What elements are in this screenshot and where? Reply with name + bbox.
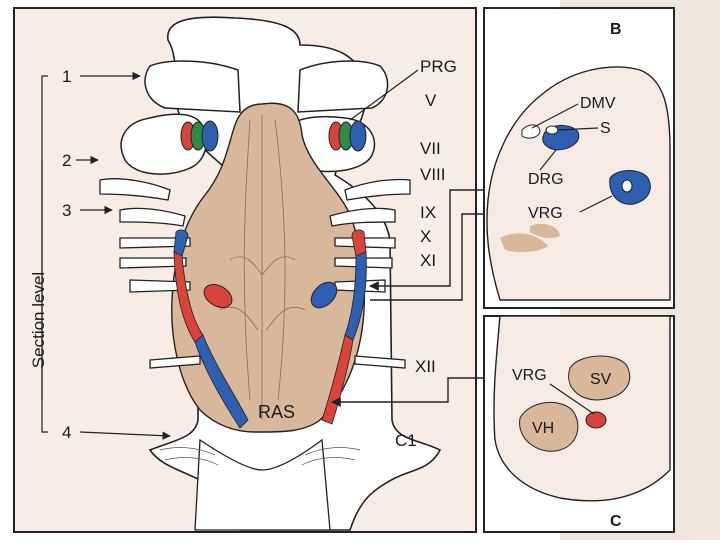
floor-striations: [219, 115, 306, 420]
label-prg: PRG: [420, 57, 457, 76]
label-vrg-c: VRG: [512, 367, 547, 384]
c1-rootlets: [159, 447, 361, 466]
vrg-right-red-upper: [351, 229, 367, 257]
prg-left: [180, 120, 219, 152]
drg-leader-b: [539, 149, 557, 171]
label-dmv: DMV: [580, 95, 616, 112]
prg-leader: [349, 69, 419, 121]
vrg-nucleus-c: [585, 411, 607, 429]
vrg-left-blue-upper: [173, 229, 189, 257]
drg-left: [203, 284, 233, 308]
level-1-label: 1: [62, 67, 71, 86]
panel-b: B DMV S DRG VRG: [483, 7, 675, 309]
vrg-leader-c: [549, 383, 595, 415]
label-s: S: [600, 120, 611, 137]
level-2-label: 2: [62, 151, 71, 170]
vrg-connector-c: [331, 377, 508, 407]
level-4-arrow: [79, 431, 171, 440]
solitary-tract: [545, 125, 559, 135]
right-pons-lobe: [297, 60, 389, 113]
left-nerve-roots: [99, 178, 201, 369]
label-x: X: [420, 227, 431, 246]
vrg-left-blue-lower: [194, 334, 249, 429]
panel-b-letter: B: [610, 21, 622, 38]
label-ix: IX: [420, 203, 436, 222]
olivary-b-1: [500, 233, 548, 253]
left-pons-lobe: [144, 60, 241, 113]
prg-right: [328, 120, 367, 152]
label-ras: RAS: [258, 402, 295, 422]
section-level-bracket: [41, 75, 48, 433]
panel-a: Section level 1 2 3 4 PRG V VII VIII IX …: [13, 7, 528, 533]
vh-region: [519, 401, 579, 452]
label-sv: SV: [590, 371, 612, 388]
label-c1: C1: [395, 431, 417, 450]
vrg-leader-b: [579, 195, 613, 213]
label-vii: VII: [420, 139, 441, 158]
vrg-right-red-lower: [321, 334, 354, 425]
level-4-label: 4: [62, 423, 71, 442]
label-xi: XI: [420, 251, 436, 270]
label-v: V: [425, 91, 437, 110]
vrg-hole-b: [621, 179, 633, 193]
olivary-b-2: [530, 223, 560, 239]
drg-right: [310, 281, 338, 309]
section-level-label: Section level: [29, 272, 48, 368]
s-leader: [557, 127, 599, 131]
level-3-label: 3: [62, 201, 71, 220]
sv-region: [568, 355, 630, 401]
dmv-leader: [531, 103, 579, 129]
cord-section-c: [493, 315, 671, 502]
dmv-nucleus: [521, 124, 541, 139]
label-viii: VIII: [420, 165, 446, 184]
panel-c-letter: C: [610, 513, 622, 530]
label-drg: DRG: [528, 171, 564, 188]
label-xii: XII: [415, 357, 436, 376]
spinal-cord: [194, 438, 331, 531]
label-vrg-b: VRG: [528, 205, 563, 222]
label-vh: VH: [532, 420, 554, 437]
panel-c: C VRG SV VH: [483, 315, 675, 533]
